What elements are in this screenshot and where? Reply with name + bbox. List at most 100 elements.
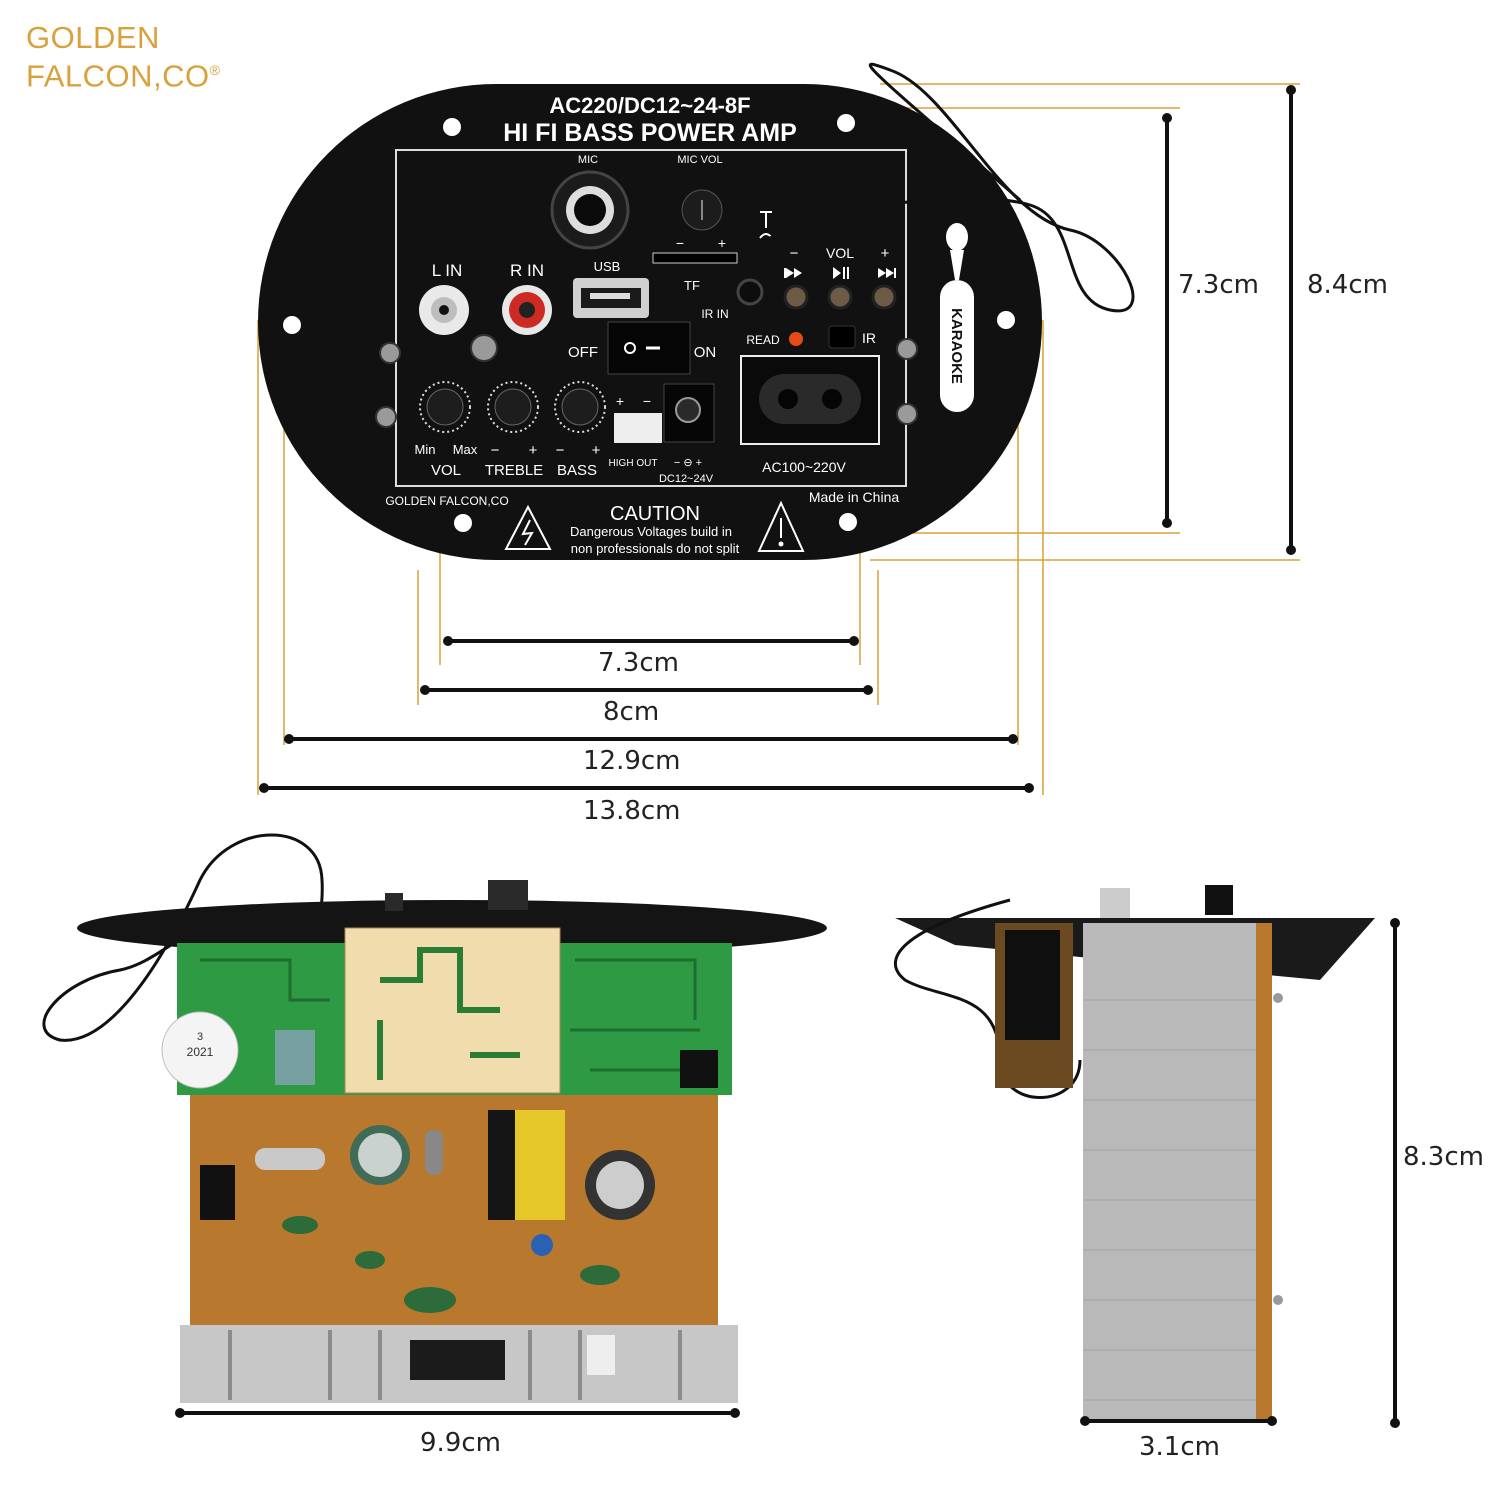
hole-width-small-label: 7.3cm [598, 648, 679, 678]
amp-title-text: HI FI BASS POWER AMP [503, 119, 797, 147]
side-height-label: 8.3cm [1403, 1142, 1484, 1172]
antenna-wire [769, 62, 1135, 313]
ic-chip [275, 1030, 315, 1085]
mic-jack-back [488, 880, 528, 910]
play-button [827, 284, 853, 310]
side-heatsink [1083, 923, 1256, 1423]
board-width-start [175, 1408, 185, 1418]
side-depth-label: 3.1cm [1139, 1432, 1220, 1462]
vol-knob [419, 381, 471, 433]
side-jack [1005, 930, 1060, 1040]
side-knob [1205, 885, 1233, 915]
back-wire [42, 833, 324, 1042]
side-depth-end [1267, 1416, 1277, 1426]
dc-jack-icon [663, 383, 715, 443]
mount-width-label: 12.9cm [583, 746, 681, 776]
green-pcb-traces [200, 958, 710, 1072]
side-height-start [1390, 918, 1400, 928]
karaoke-badge [940, 223, 974, 412]
treble-knob [487, 381, 539, 433]
high-out-connector [614, 413, 662, 443]
dc-input-label: DC12~24V [659, 473, 714, 485]
next-button [871, 284, 897, 310]
play-pause-icon [833, 267, 849, 279]
transformer-traces [377, 947, 520, 1080]
caution-warning-icon [757, 500, 805, 552]
registered-mark: ® [209, 62, 221, 78]
bass-minus: − [556, 442, 565, 459]
control-buttons [783, 284, 897, 310]
dimension-endpoints [259, 85, 1296, 793]
mounting-holes [283, 114, 1015, 532]
treble-minus: − [491, 442, 500, 459]
bass-knob [554, 381, 606, 433]
vol-label: VOL [826, 245, 854, 261]
panel-screws [375, 334, 918, 428]
prev-minus: − [790, 245, 799, 262]
l-in-jack-icon [419, 285, 469, 335]
mic-vol-label: MIC VOL [677, 154, 722, 166]
mic-volume-knob [681, 189, 723, 231]
warning-line-2: non professionals do not split [571, 541, 740, 556]
hole-width-label: 8cm [603, 697, 660, 727]
heatsink-fins [228, 1330, 682, 1400]
mic-label: MIC [578, 154, 598, 166]
ir-in-jack-icon [736, 278, 764, 306]
brand-line-1: GOLDEN [26, 20, 160, 55]
model-text: AC220/DC12~24-8F [549, 93, 750, 118]
tf-label: TF [684, 278, 700, 293]
l-in-label: L IN [432, 261, 463, 280]
inner-height-label: 7.3cm [1178, 270, 1259, 300]
output-ic [410, 1340, 505, 1380]
dc-symbol: − ⊖ + [674, 457, 702, 469]
power-switch-icon [607, 321, 691, 375]
side-screw-bottom [1273, 1295, 1283, 1305]
min-label: Min [415, 442, 436, 457]
next-plus: + [881, 245, 890, 262]
r-in-label: R IN [510, 261, 544, 280]
caution-label: CAUTION [610, 503, 700, 525]
regulator-chip [680, 1050, 718, 1088]
side-height-end [1390, 1418, 1400, 1428]
warning-line-1: Dangerous Voltages build in [570, 524, 732, 539]
guide-lines [257, 83, 1300, 795]
ir-receiver [828, 325, 856, 349]
bass-label: BASS [557, 462, 597, 479]
side-rca [1100, 888, 1130, 918]
mic-vol-minus: − [676, 235, 684, 251]
off-label: OFF [568, 344, 598, 361]
karaoke-text: KARAOKE [948, 308, 965, 384]
side-screw-top [1273, 993, 1283, 1003]
ac-inlet-icon [740, 355, 880, 445]
vol-knob-label: VOL [431, 462, 461, 479]
r-in-jack-icon [502, 285, 552, 335]
usb-port-icon [573, 278, 649, 318]
board-width-label: 9.9cm [420, 1428, 501, 1458]
qc-sticker [161, 1011, 239, 1089]
board-width-end [730, 1408, 740, 1418]
components [200, 1110, 655, 1313]
side-heatsink-ribs [1083, 999, 1256, 1401]
prev-track-icon [784, 268, 802, 278]
usb-label: USB [594, 259, 621, 274]
high-out-plus: + [616, 393, 624, 409]
ac-input-label: AC100~220V [762, 459, 846, 475]
treble-label: TREBLE [485, 462, 543, 479]
sticker-year: 2021 [187, 1045, 214, 1059]
mic-vol-plus: + [718, 235, 726, 251]
side-wire [894, 898, 1082, 1099]
ir-label: IR [862, 330, 876, 346]
mic-jack-icon [550, 170, 630, 250]
side-pcb-edge [1256, 923, 1272, 1423]
dimension-lines [262, 88, 1293, 790]
next-track-icon [878, 268, 896, 278]
tf-slot [652, 252, 738, 264]
high-out-label: HIGH OUT [609, 458, 658, 469]
read-led [789, 332, 803, 346]
high-out-minus: − [643, 393, 651, 409]
brand-line-2: FALCON,CO [26, 58, 210, 94]
maker-label: GOLDEN FALCON,CO [385, 494, 508, 508]
ir-in-label: IR IN [701, 307, 728, 321]
knob-back [385, 893, 403, 911]
